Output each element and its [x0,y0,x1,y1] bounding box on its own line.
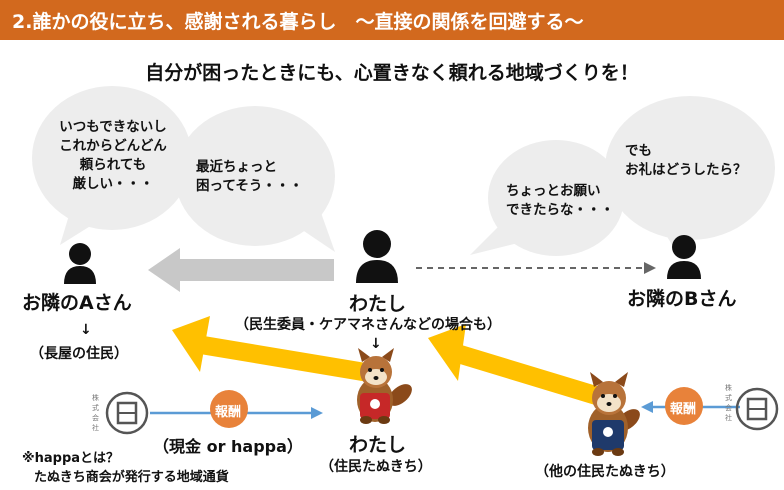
label-neighbor-b: お隣のBさん [627,288,737,310]
section-header: 2.誰かの役に立ち、感謝される暮らし ～直接の関係を回避する～ [0,0,784,40]
page-subtitle: 自分が困ったときにも、心置きなく頼れる地域づくりを！ [145,62,639,84]
gray-arrow-me-to-a [148,248,334,292]
bubble-text-me-to-b: ちょっとお願い できたらな・・・ [506,183,614,218]
person-icon-neighbor-a [64,243,96,284]
label-me-tanuki: わたし [349,434,407,456]
shop-logo-right: 株 式 会 社 [725,383,779,431]
section-title: 2.誰かの役に立ち、感謝される暮らし ～直接の関係を回避する～ [12,11,584,33]
shop-logo-left: 株 式 会 社 [92,391,149,435]
label-neighbor-a: お隣のAさん [22,292,132,314]
happa-note-question: ※happaとは？ [22,451,120,466]
yellow-arrow-other-tanuki-to-me [428,324,600,405]
bubble-me-to-a [175,106,335,252]
label-nagaya-resident: （長屋の住民） [30,346,128,362]
svg-text:会: 会 [725,403,732,412]
svg-text:式: 式 [92,403,99,412]
label-me: わたし [349,293,407,315]
reward-label-right: 報酬 [670,402,697,417]
reward-label-left: 報酬 [215,405,242,420]
happa-note-definition: たぬきち商会が発行する地域通貨 [34,470,229,485]
bubble-text-neighbor-b: でも お礼はどうしたら？ [625,143,747,178]
person-icon-neighbor-b [667,235,701,279]
svg-text:株: 株 [92,393,99,402]
svg-text:社: 社 [725,413,732,422]
bubble-text-neighbor-a: いつもできないし これからどんどん 頼られても 厳しい・・・ [59,119,167,192]
svg-text:株: 株 [725,383,732,392]
yellow-arrow-me-tanuki-to-a [172,316,378,383]
reward-badge-right [665,387,703,425]
bubble-neighbor-a [32,86,192,245]
down-arrow-glyph-a: ↓ [80,322,92,338]
reward-badge-left [210,390,248,428]
svg-text:社: 社 [92,423,99,432]
tanuki-character-me [357,348,412,424]
reward-detail: （現金 or happa） [153,437,303,456]
dashed-arrow-me-to-b [416,262,656,274]
down-arrow-glyph-me: ↓ [370,336,382,352]
svg-text:会: 会 [92,413,99,422]
label-me-note: （民生委員・ケアマネさんなどの場合も） [235,317,501,333]
bubble-me-to-b [470,140,624,256]
tanuki-character-other [588,372,640,456]
label-other-tanuki-note: （他の住民たぬきち） [535,464,675,480]
label-me-tanuki-note: （住民たぬきち） [320,459,432,475]
svg-text:式: 式 [725,393,732,402]
person-icon-me [356,230,398,283]
bubble-text-me-to-a: 最近ちょっと 困ってそう・・・ [196,159,303,194]
